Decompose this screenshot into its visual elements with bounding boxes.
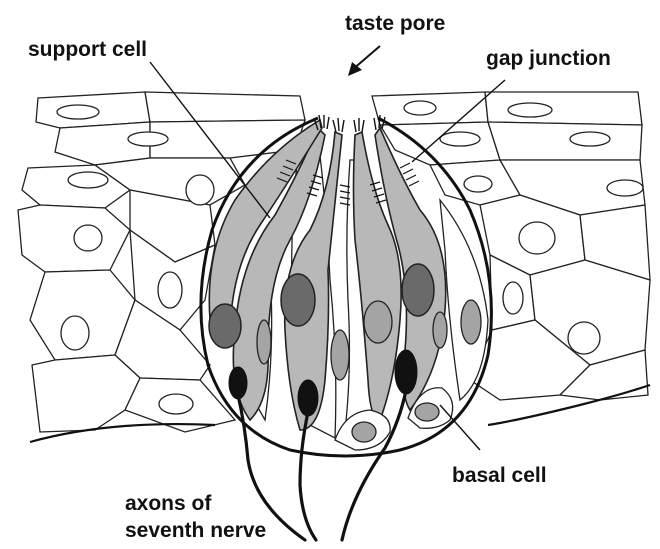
epithelial-nucleus [68,172,108,188]
epithelial-nucleus [464,176,492,192]
support-cell-nucleus [257,320,271,364]
epithelial-nucleus [74,225,102,251]
taste-cell-nucleus [402,264,434,316]
epithelial-nucleus [568,322,600,354]
epithelial-nucleus [519,222,555,254]
epithelial-nucleus [404,101,436,115]
label-basal-cell: basal cell [452,464,547,487]
microvilli [333,118,344,132]
nerve-ending [395,350,417,394]
axon [300,412,316,540]
epithelial-cell [32,355,140,432]
taste-cell-nucleus [209,304,241,348]
basal-cell-nucleus [415,403,439,421]
support-cell-nucleus [433,312,447,348]
label-gap-junction: gap junction [486,47,611,70]
epithelial-nucleus [57,105,99,119]
microvilli [354,118,364,132]
label-axons-line2: seventh nerve [125,519,266,542]
support-cell-nucleus [331,330,349,380]
epithelial-nucleus [440,132,480,146]
taste-cell-nucleus [281,274,315,326]
epithelial-nucleus [186,175,214,205]
basal-cell-nucleus [352,422,376,442]
label-axons-line1: axons of [125,492,212,515]
epithelial-nucleus [158,272,182,308]
support-cell-nucleus [364,301,392,343]
epithelial-nucleus [159,394,193,414]
epithelial-cell [488,122,642,160]
epithelial-nucleus [570,132,610,146]
epithelial-nucleus [508,103,552,117]
epithelial-nucleus [61,316,89,350]
epithelial-cell [145,92,305,122]
epithelial-nucleus [503,282,523,314]
epithelial-nucleus [607,180,643,196]
epithelial-nucleus [128,132,168,146]
label-support-cell: support cell [28,38,147,61]
support-cell-nucleus [461,300,481,344]
label-taste-pore: taste pore [345,12,445,35]
